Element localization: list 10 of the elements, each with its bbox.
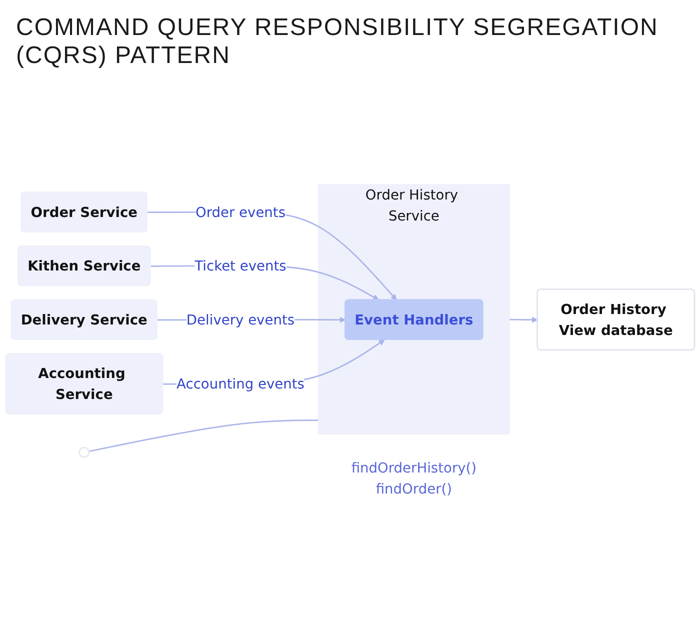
edge-label: Ticket events (194, 257, 286, 274)
edge-label: Accounting events (176, 374, 304, 392)
node-circle (78, 446, 90, 458)
diagram-title: COMMAND QUERY RESPONSIBILITY SEGREGATION (CQRS) PATTERN (16, 14, 660, 70)
edge-label: Delivery events (186, 310, 295, 328)
arrow (510, 316, 538, 322)
edge-label: Order events (195, 203, 286, 220)
connector (88, 419, 318, 452)
node-label: findOrderHistory() (351, 459, 477, 476)
node-label: findOrder() (376, 480, 452, 496)
